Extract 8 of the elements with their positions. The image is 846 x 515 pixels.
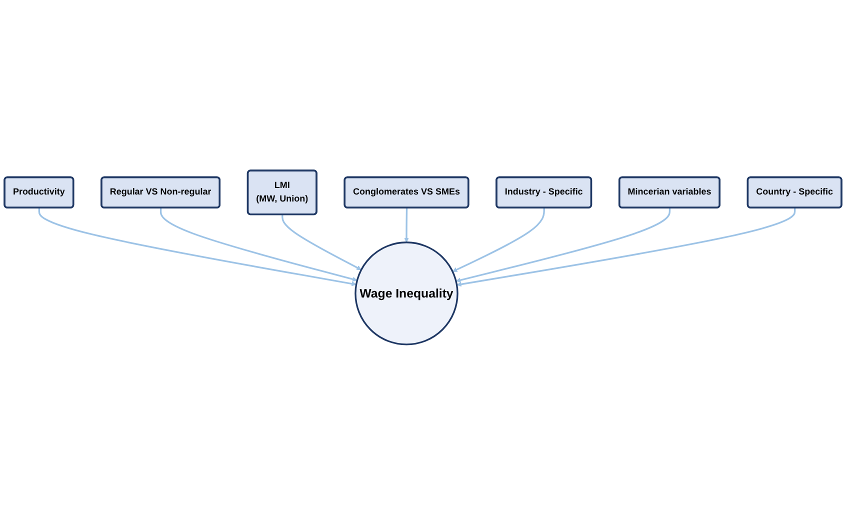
arrow xyxy=(160,208,358,282)
arrow xyxy=(456,208,671,283)
arrow xyxy=(404,208,409,243)
arrow xyxy=(282,214,362,270)
node-circle: Wage Inequality xyxy=(354,242,458,346)
arrow xyxy=(452,208,545,272)
arrow xyxy=(38,208,356,286)
arrow xyxy=(456,208,796,287)
